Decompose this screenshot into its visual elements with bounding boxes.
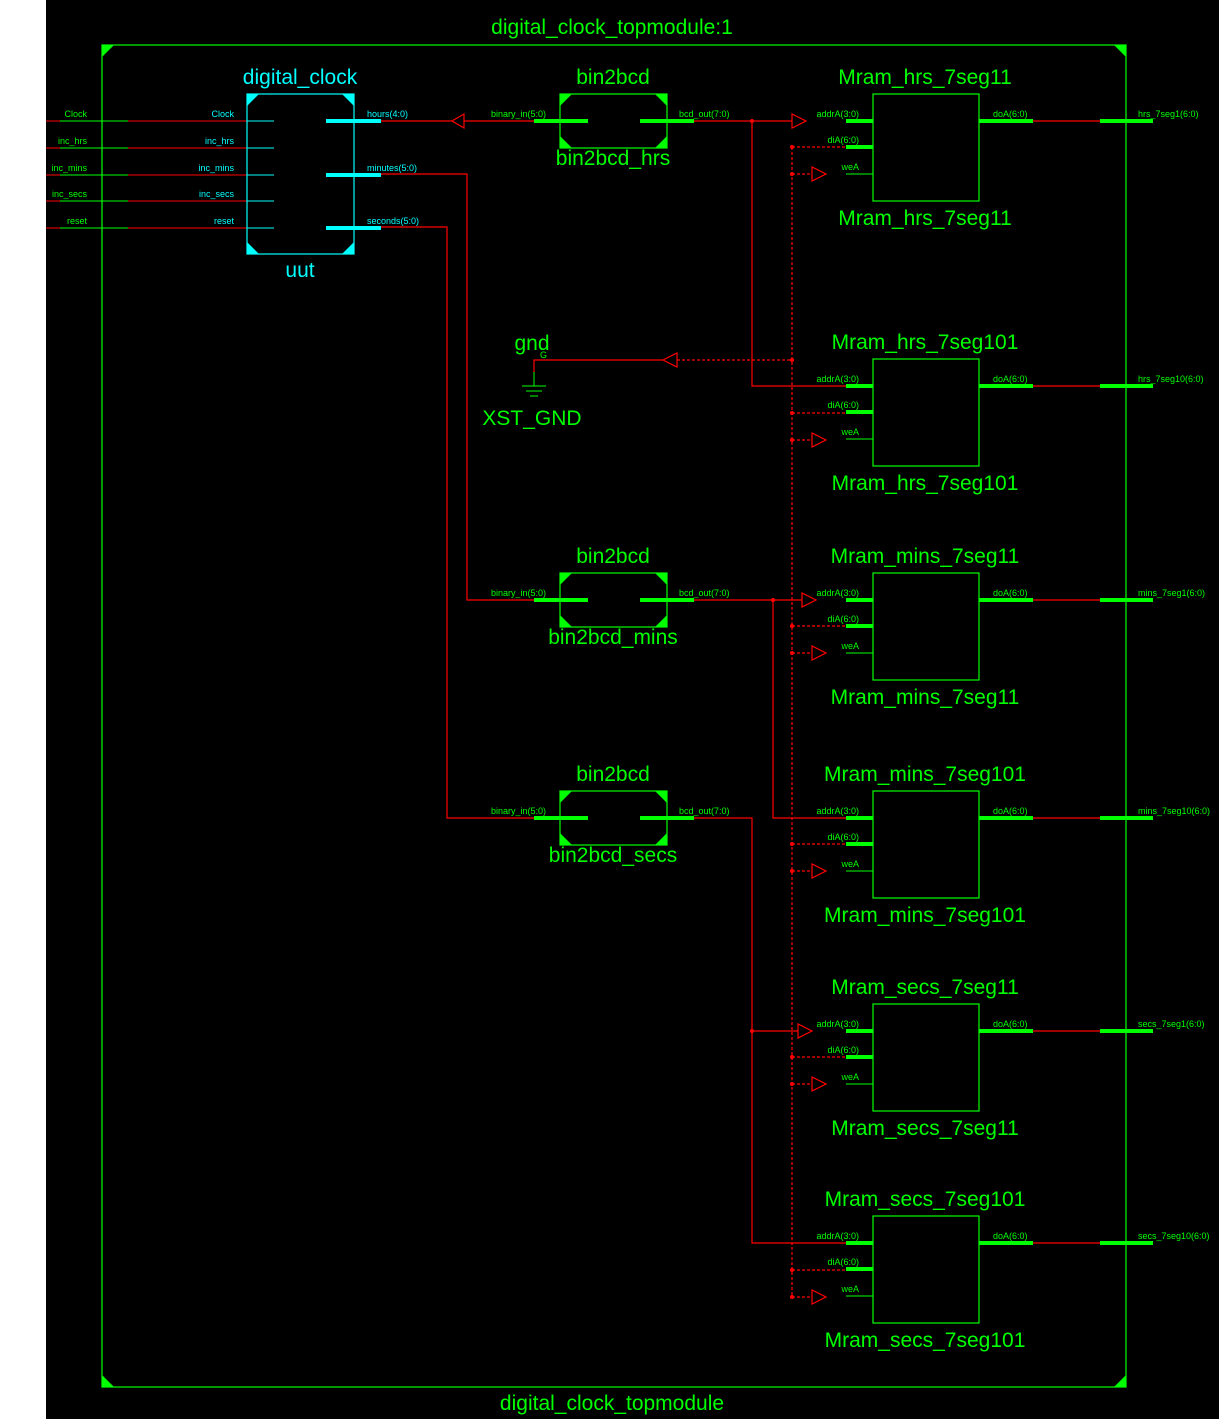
bin2bcd-pin-in: binary_in(5:0)	[491, 806, 546, 816]
block-bin2bcd-secs[interactable]: bin2bcd bin2bcd_secs binary_in(5:0) bcd_out…	[491, 763, 730, 867]
ram-blocks: Mram_hrs_7seg11Mram_hrs_7seg11addrA(3:0)…	[816, 66, 1210, 1352]
ram-name-bottom: Mram_secs_7seg11	[831, 1117, 1019, 1140]
input-port-inc-secs[interactable]: inc_secs	[52, 189, 88, 199]
net-seconds	[381, 226, 534, 819]
ram-pin-do: doA(6:0)	[993, 374, 1028, 384]
ram-pin-addr: addrA(3:0)	[816, 1019, 859, 1029]
top-inputs: Clock inc_hrs inc_mins inc_secs reset	[46, 109, 247, 229]
ram-pin-we: weA	[840, 162, 859, 172]
ram-pin-addr: addrA(3:0)	[816, 806, 859, 816]
input-port-reset[interactable]: reset	[67, 216, 88, 226]
output-port-label[interactable]: secs_7seg10(6:0)	[1138, 1231, 1210, 1241]
uut-instance-label: uut	[285, 259, 314, 282]
ram-name-bottom: Mram_mins_7seg101	[824, 904, 1026, 927]
bin2bcd-type-label: bin2bcd	[576, 763, 650, 786]
ram-pin-we: weA	[840, 427, 859, 437]
uut-block[interactable]	[246, 93, 381, 255]
block-mram-hrs-7seg101[interactable]: Mram_hrs_7seg101Mram_hrs_7seg101addrA(3:…	[816, 331, 1203, 495]
nets	[381, 112, 1100, 1305]
output-port-label[interactable]: secs_7seg1(6:0)	[1138, 1019, 1205, 1029]
gnd-pin-label: G	[540, 350, 547, 360]
bin2bcd-instance-label: bin2bcd_secs	[549, 844, 677, 867]
ram-pin-di: diA(6:0)	[827, 614, 859, 624]
output-port-label[interactable]: hrs_7seg1(6:0)	[1138, 109, 1199, 119]
ram-name-top: Mram_mins_7seg101	[824, 763, 1026, 786]
ram-name-bottom: Mram_hrs_7seg101	[832, 472, 1019, 495]
block-mram-secs-7seg11[interactable]: Mram_secs_7seg11Mram_secs_7seg11addrA(3:…	[816, 976, 1204, 1140]
gnd-type-label: gnd	[514, 332, 549, 355]
ram-pin-do: doA(6:0)	[993, 109, 1028, 119]
bin2bcd-pin-out: bcd_out(7:0)	[679, 806, 730, 816]
ram-pin-addr: addrA(3:0)	[816, 1231, 859, 1241]
ram-pin-addr: addrA(3:0)	[816, 109, 859, 119]
bin2bcd-pin-in: binary_in(5:0)	[491, 109, 546, 119]
uut-pin-minutes: minutes(5:0)	[367, 163, 417, 173]
ram-pin-do: doA(6:0)	[993, 806, 1028, 816]
block-bin2bcd-mins[interactable]: bin2bcd bin2bcd_mins binary_in(5:0) bcd_out…	[491, 545, 730, 649]
ram-pin-we: weA	[840, 641, 859, 651]
ram-pin-we: weA	[840, 1072, 859, 1082]
block-mram-hrs-7seg11[interactable]: Mram_hrs_7seg11Mram_hrs_7seg11addrA(3:0)…	[816, 66, 1198, 230]
output-port-label[interactable]: mins_7seg10(6:0)	[1138, 806, 1210, 816]
uut-pin-inc-hrs: inc_hrs	[205, 136, 235, 146]
ram-pin-addr: addrA(3:0)	[816, 374, 859, 384]
ram-pin-di: diA(6:0)	[827, 1045, 859, 1055]
net-junctions	[750, 119, 794, 1299]
input-port-inc-mins[interactable]: inc_mins	[51, 163, 87, 173]
gnd-symbol[interactable]	[522, 372, 546, 397]
uut-pin-seconds: seconds(5:0)	[367, 216, 419, 226]
schematic-canvas[interactable]: digital_clock_topmodule:1 digital_clock_…	[46, 0, 1219, 1419]
input-port-clock[interactable]: Clock	[64, 109, 87, 119]
uut-pin-clock: Clock	[211, 109, 234, 119]
ram-name-bottom: Mram_mins_7seg11	[831, 686, 1020, 709]
input-port-inc-hrs[interactable]: inc_hrs	[58, 136, 88, 146]
block-mram-mins-7seg101[interactable]: Mram_mins_7seg101Mram_mins_7seg101addrA(…	[816, 763, 1210, 927]
ram-pin-do: doA(6:0)	[993, 588, 1028, 598]
net-minutes	[381, 173, 534, 601]
block-mram-secs-7seg101[interactable]: Mram_secs_7seg101Mram_secs_7seg101addrA(…	[816, 1188, 1209, 1352]
bin2bcd-blocks: bin2bcd bin2bcd_hrs binary_in(5:0) bcd_out(…	[491, 66, 730, 867]
ram-name-top: Mram_hrs_7seg11	[838, 66, 1012, 89]
ram-name-bottom: Mram_secs_7seg101	[825, 1329, 1026, 1352]
bin2bcd-pin-out: bcd_out(7:0)	[679, 588, 730, 598]
top-instance-title: digital_clock_topmodule:1	[491, 16, 733, 39]
uut-pin-hours: hours(4:0)	[367, 109, 408, 119]
bin2bcd-instance-label: bin2bcd_mins	[548, 626, 678, 649]
ram-pin-di: diA(6:0)	[827, 135, 859, 145]
ram-name-top: Mram_secs_7seg101	[825, 1188, 1026, 1211]
bin2bcd-type-label: bin2bcd	[576, 66, 650, 89]
uut-pin-reset: reset	[214, 216, 235, 226]
block-mram-mins-7seg11[interactable]: Mram_mins_7seg11Mram_mins_7seg11addrA(3:…	[816, 545, 1205, 709]
uut-pin-inc-mins: inc_mins	[198, 163, 234, 173]
ram-name-top: Mram_hrs_7seg101	[832, 331, 1019, 354]
uut-pin-inc-secs: inc_secs	[199, 189, 235, 199]
ram-pin-do: doA(6:0)	[993, 1019, 1028, 1029]
ram-name-bottom: Mram_hrs_7seg11	[838, 207, 1012, 230]
output-port-label[interactable]: hrs_7seg10(6:0)	[1138, 374, 1204, 384]
output-port-label[interactable]: mins_7seg1(6:0)	[1138, 588, 1205, 598]
schematic-diagram[interactable]: digital_clock_topmodule:1 digital_clock_…	[46, 0, 1219, 1419]
bin2bcd-instance-label: bin2bcd_hrs	[556, 147, 670, 170]
ram-pin-we: weA	[840, 1284, 859, 1294]
ram-name-top: Mram_secs_7seg11	[831, 976, 1019, 999]
net-gnd-dashed	[677, 146, 846, 1298]
ram-pin-di: diA(6:0)	[827, 832, 859, 842]
ram-pin-addr: addrA(3:0)	[816, 588, 859, 598]
ram-pin-do: doA(6:0)	[993, 1231, 1028, 1241]
net-gnd	[533, 359, 663, 372]
block-bin2bcd-hrs[interactable]: bin2bcd bin2bcd_hrs binary_in(5:0) bcd_out(…	[491, 66, 730, 170]
bin2bcd-pin-in: binary_in(5:0)	[491, 588, 546, 598]
top-module-frame[interactable]	[101, 44, 1127, 1388]
ram-name-top: Mram_mins_7seg11	[831, 545, 1020, 568]
gnd-instance-label: XST_GND	[482, 407, 581, 430]
top-module-name: digital_clock_topmodule	[500, 1392, 724, 1415]
ram-pin-di: diA(6:0)	[827, 400, 859, 410]
ram-pin-di: diA(6:0)	[827, 1257, 859, 1267]
bin2bcd-pin-out: bcd_out(7:0)	[679, 109, 730, 119]
ram-pin-we: weA	[840, 859, 859, 869]
uut-type-label: digital_clock	[243, 66, 358, 89]
bin2bcd-type-label: bin2bcd	[576, 545, 650, 568]
